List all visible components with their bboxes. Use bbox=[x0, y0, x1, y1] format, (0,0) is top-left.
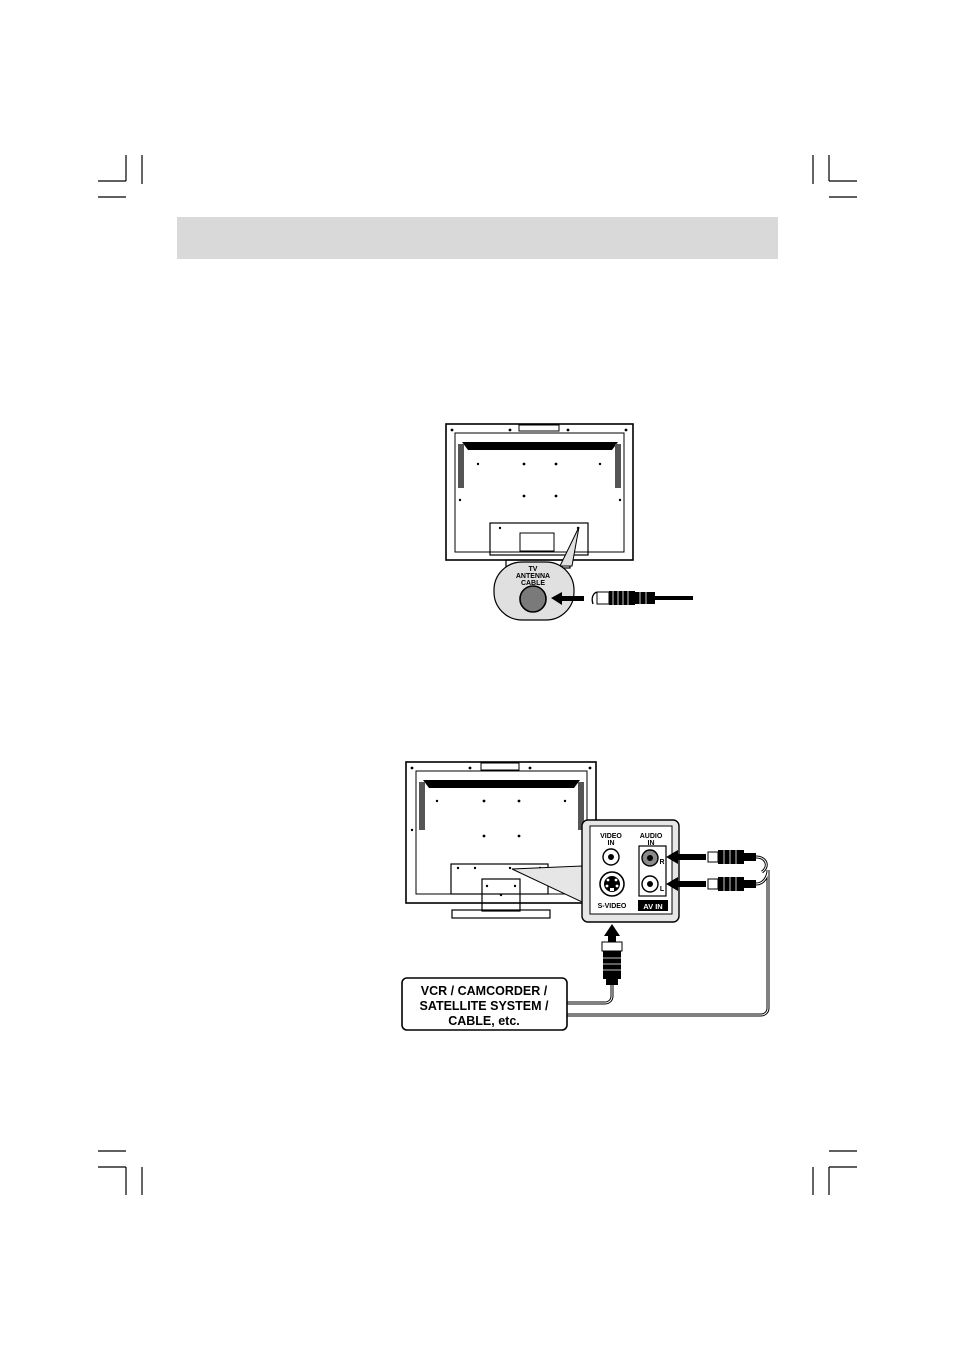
video-in-label-1: VIDEO bbox=[600, 833, 622, 840]
source-label-line1: VCR / CAMCORDER / bbox=[421, 984, 548, 998]
antenna-label-line2: ANTENNA bbox=[516, 573, 550, 580]
antenna-label-line1: TV bbox=[529, 566, 538, 573]
video-in-label-2: IN bbox=[608, 840, 615, 847]
audio-r-jack bbox=[641, 849, 659, 867]
audio-cable-highlight bbox=[566, 856, 769, 1016]
crop-marks bbox=[98, 155, 857, 1195]
audio-l-label: L bbox=[660, 886, 665, 893]
av-diagram: VIDEO IN AUDIO IN R L S-VIDEO bbox=[401, 761, 770, 1031]
antenna-callout-bubble bbox=[559, 526, 580, 567]
svideo-jack bbox=[599, 871, 625, 897]
antenna-jack bbox=[519, 585, 547, 613]
tv-rear-view-1 bbox=[445, 423, 634, 569]
audio-l-jack bbox=[641, 875, 659, 893]
section-header-band bbox=[177, 217, 778, 259]
antenna-diagram: TV ANTENNA CABLE bbox=[445, 423, 693, 621]
audio-in-label-2: IN bbox=[648, 840, 655, 847]
source-label-line2: SATELLITE SYSTEM / bbox=[420, 999, 549, 1013]
av-in-label: AV IN bbox=[643, 902, 662, 911]
audio-l-arrow bbox=[666, 877, 706, 891]
source-label-line3: CABLE, etc. bbox=[448, 1014, 520, 1028]
rca-plug-l bbox=[707, 877, 756, 891]
antenna-insert-arrow bbox=[551, 592, 584, 605]
source-device-box bbox=[401, 977, 568, 1031]
video-in-jack bbox=[602, 848, 620, 866]
antenna-label-line3: CABLE bbox=[521, 580, 545, 587]
av-in-badge bbox=[638, 900, 668, 911]
antenna-coax-plug bbox=[596, 591, 693, 605]
rca-plug-r bbox=[707, 850, 756, 864]
svideo-label: S-VIDEO bbox=[598, 903, 627, 910]
audio-r-arrow bbox=[666, 850, 706, 864]
audio-r-label: R bbox=[659, 859, 664, 866]
svideo-plug bbox=[601, 941, 623, 985]
av-zoom-wedge bbox=[511, 865, 583, 903]
audio-in-label-1: AUDIO bbox=[640, 833, 663, 840]
svideo-cable-highlight bbox=[566, 985, 613, 1004]
svideo-cable bbox=[566, 985, 614, 1005]
